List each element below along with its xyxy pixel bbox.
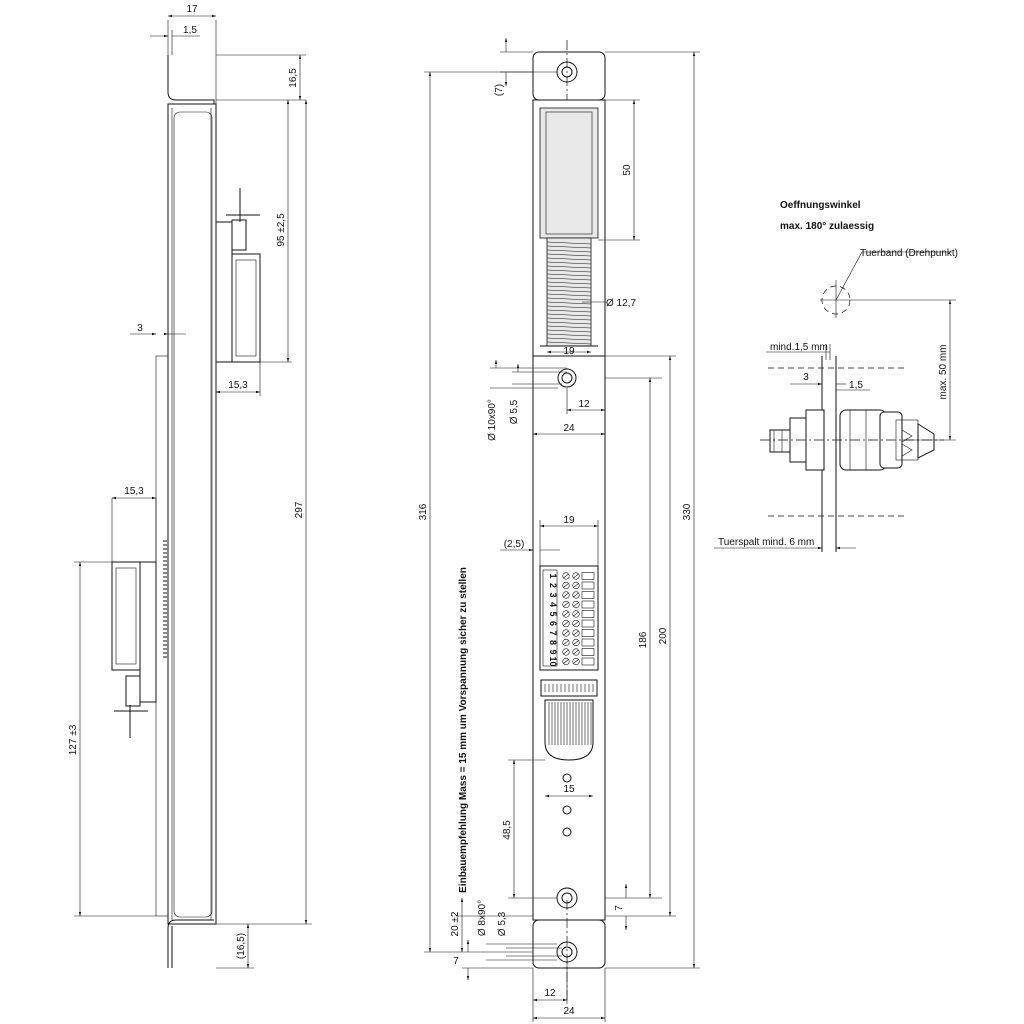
terminal-screw-icon — [562, 629, 570, 637]
terminal-screw-icon — [572, 629, 580, 637]
upper-connector — [215, 188, 261, 363]
terminal-number: 4 — [548, 602, 558, 607]
dim-side-total-height: 297 — [294, 501, 305, 518]
dim-side-bottom-height: (16,5) — [236, 933, 247, 959]
dim-window-height: 50 — [622, 164, 633, 176]
dim-upper-connector-height: 95 ±2,5 — [276, 213, 287, 247]
terminal-screw-icon — [572, 638, 580, 647]
dim-side-top-width: 17 — [186, 4, 198, 15]
dim-front-top-offset: (7) — [494, 84, 505, 96]
dim-total-330: 330 — [682, 503, 693, 520]
dim-48-5: 48,5 — [502, 820, 513, 840]
terminal-screw-icon — [562, 572, 570, 580]
detail-view: Oeffnungswinkel max. 180° zulaessig Tuer… — [714, 200, 958, 552]
window — [539, 107, 599, 239]
side-teeth — [163, 540, 167, 660]
dim-hole-dia-a: Ø 10x90° — [487, 399, 498, 441]
dim-terminal-width: 19 — [563, 515, 575, 526]
dim-upper-connector-depth: 15,3 — [228, 380, 248, 391]
terminal-screw-icon — [562, 591, 570, 599]
dim-terminal-offset: (2,5) — [504, 539, 525, 550]
detail-dim-1-5: 1,5 — [849, 380, 863, 391]
dim-total-316: 316 — [418, 503, 429, 520]
dim-offset-12: 12 — [578, 399, 590, 410]
max-50-label: max. 50 mm — [938, 344, 949, 399]
dim-inner-width: 19 — [563, 346, 575, 357]
cable-transition — [760, 409, 944, 471]
dim-bottom-7: 7 — [614, 905, 625, 911]
dim-hole-dia-c: Ø 8x90° — [477, 900, 488, 936]
dim-side-wall: 3 — [137, 323, 143, 334]
terminal-number: 9 — [548, 649, 558, 654]
dim-width-24: 24 — [563, 423, 575, 434]
terminal-screw-icon — [572, 581, 580, 590]
terminal-screw-icon — [572, 657, 580, 666]
dim-hole-dia-d: Ø 5,3 — [497, 911, 508, 936]
terminal-number: 1 — [548, 573, 558, 578]
detail-title-line1: Oeffnungswinkel — [780, 200, 861, 211]
terminal-screw-icon — [562, 581, 570, 590]
terminal-screw-icon — [572, 572, 580, 580]
bottom-flange — [167, 919, 214, 968]
terminal-number: 10 — [548, 656, 558, 666]
terminal-screw-icon — [562, 638, 570, 647]
top-tab — [532, 51, 606, 101]
terminal-number: 5 — [548, 611, 558, 616]
dim-15: 15 — [563, 784, 575, 795]
terminal-number: 8 — [548, 640, 558, 645]
terminal-number: 7 — [548, 630, 558, 635]
terminal-screw-icon — [562, 657, 570, 666]
terminal-screw-icon — [572, 619, 580, 628]
terminal-screw-icon — [562, 610, 570, 618]
terminal-screw-icon — [572, 600, 580, 609]
terminal-screw-icon — [572, 591, 580, 599]
dim-bottom-left-7: 7 — [453, 956, 459, 967]
detail-title-line2: max. 180° zulaessig — [780, 221, 874, 232]
dim-spring-dia: Ø 12,7 — [606, 298, 636, 309]
terminal-screw-icon — [572, 648, 580, 656]
terminal-screw-icon — [562, 648, 570, 656]
terminal-number: 2 — [548, 583, 558, 588]
spring — [546, 237, 592, 347]
side-body — [167, 103, 217, 925]
detail-dim-3: 3 — [803, 372, 809, 383]
installation-note: Einbauempfehlung Mass = 15 mm um Vorspan… — [458, 567, 469, 893]
terminal-block: 1 2 3 4 5 6 7 8 9 10 — [539, 565, 599, 671]
dim-bottom-12: 12 — [544, 988, 556, 999]
terminal-number: 3 — [548, 592, 558, 597]
min-gap-label: mind.1,5 mm — [770, 342, 828, 353]
dim-bottom-24: 24 — [563, 1006, 575, 1017]
terminal-screw-icon — [562, 600, 570, 609]
side-view: 17 1,5 16,5 95 ±2,5 15,3 297 3 15,3 — [68, 4, 312, 969]
dim-side-top-height: 16,5 — [288, 68, 299, 88]
dim-186: 186 — [638, 631, 649, 648]
dim-20: 20 ±2 — [450, 911, 461, 936]
hinge-label: Tuerband (Drehpunkt) — [860, 248, 958, 259]
dim-lower-connector-depth: 15,3 — [124, 486, 144, 497]
terminal-screw-icon — [562, 619, 570, 628]
terminal-screw-icon — [572, 610, 580, 618]
door-gap-label: Tuerspalt mind. 6 mm — [718, 537, 814, 548]
dim-hole-dia-b: Ø 5,5 — [509, 399, 520, 424]
terminal-number: 6 — [548, 621, 558, 626]
cable-gland — [540, 679, 598, 761]
dim-200: 200 — [658, 627, 669, 644]
top-flange — [167, 55, 215, 113]
dim-side-lip: 1,5 — [183, 25, 197, 36]
lower-connector — [111, 561, 157, 738]
dim-lower-connector-height: 127 ±3 — [68, 724, 79, 755]
